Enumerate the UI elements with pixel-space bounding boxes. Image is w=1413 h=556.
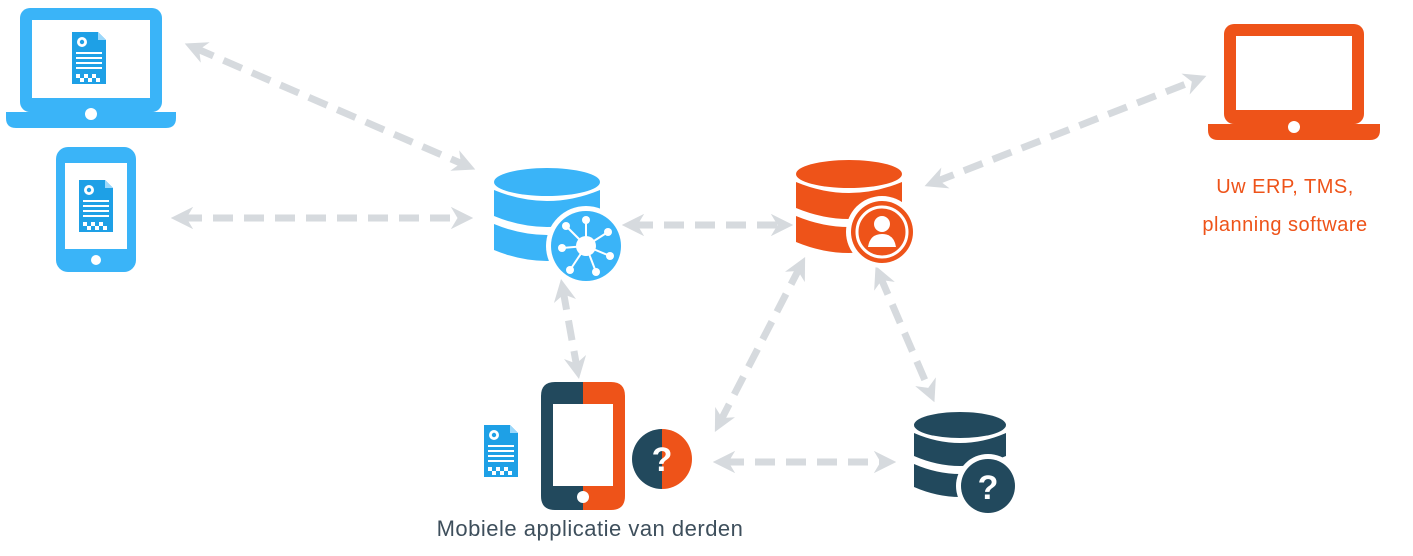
laptop-icon (6, 8, 176, 128)
arrow-laptop-hub (184, 42, 476, 171)
erp-label-line1: Uw ERP, TMS, (1216, 176, 1354, 198)
arrow-customer-unknown-db (874, 265, 936, 403)
question-icon: ? (632, 429, 692, 489)
erp-label: Uw ERP, TMS, planning software (1160, 168, 1410, 244)
smartphone-icon (541, 382, 625, 510)
third-party-app-label: Mobiele applicatie van derden (436, 516, 744, 541)
question-icon: ? (956, 454, 1020, 518)
arrow-customer-erp (924, 73, 1207, 189)
unknown-database-icon: ? (914, 412, 1020, 518)
hub-database-icon (494, 168, 626, 286)
document-icon (484, 425, 518, 477)
erp-laptop-icon (1208, 24, 1380, 140)
arrow-hub-phone (553, 278, 587, 380)
tablet-icon (56, 147, 136, 272)
erp-label-line2: planning software (1202, 214, 1368, 236)
document-icon (72, 32, 106, 84)
customer-database-icon (796, 160, 918, 268)
svg-text:?: ? (978, 469, 999, 507)
svg-text:?: ? (652, 441, 673, 479)
connection-arrows (170, 42, 1207, 474)
arrow-phone-customer (714, 257, 806, 432)
user-icon (846, 196, 918, 268)
network-icon (546, 206, 626, 286)
document-icon (79, 180, 113, 232)
